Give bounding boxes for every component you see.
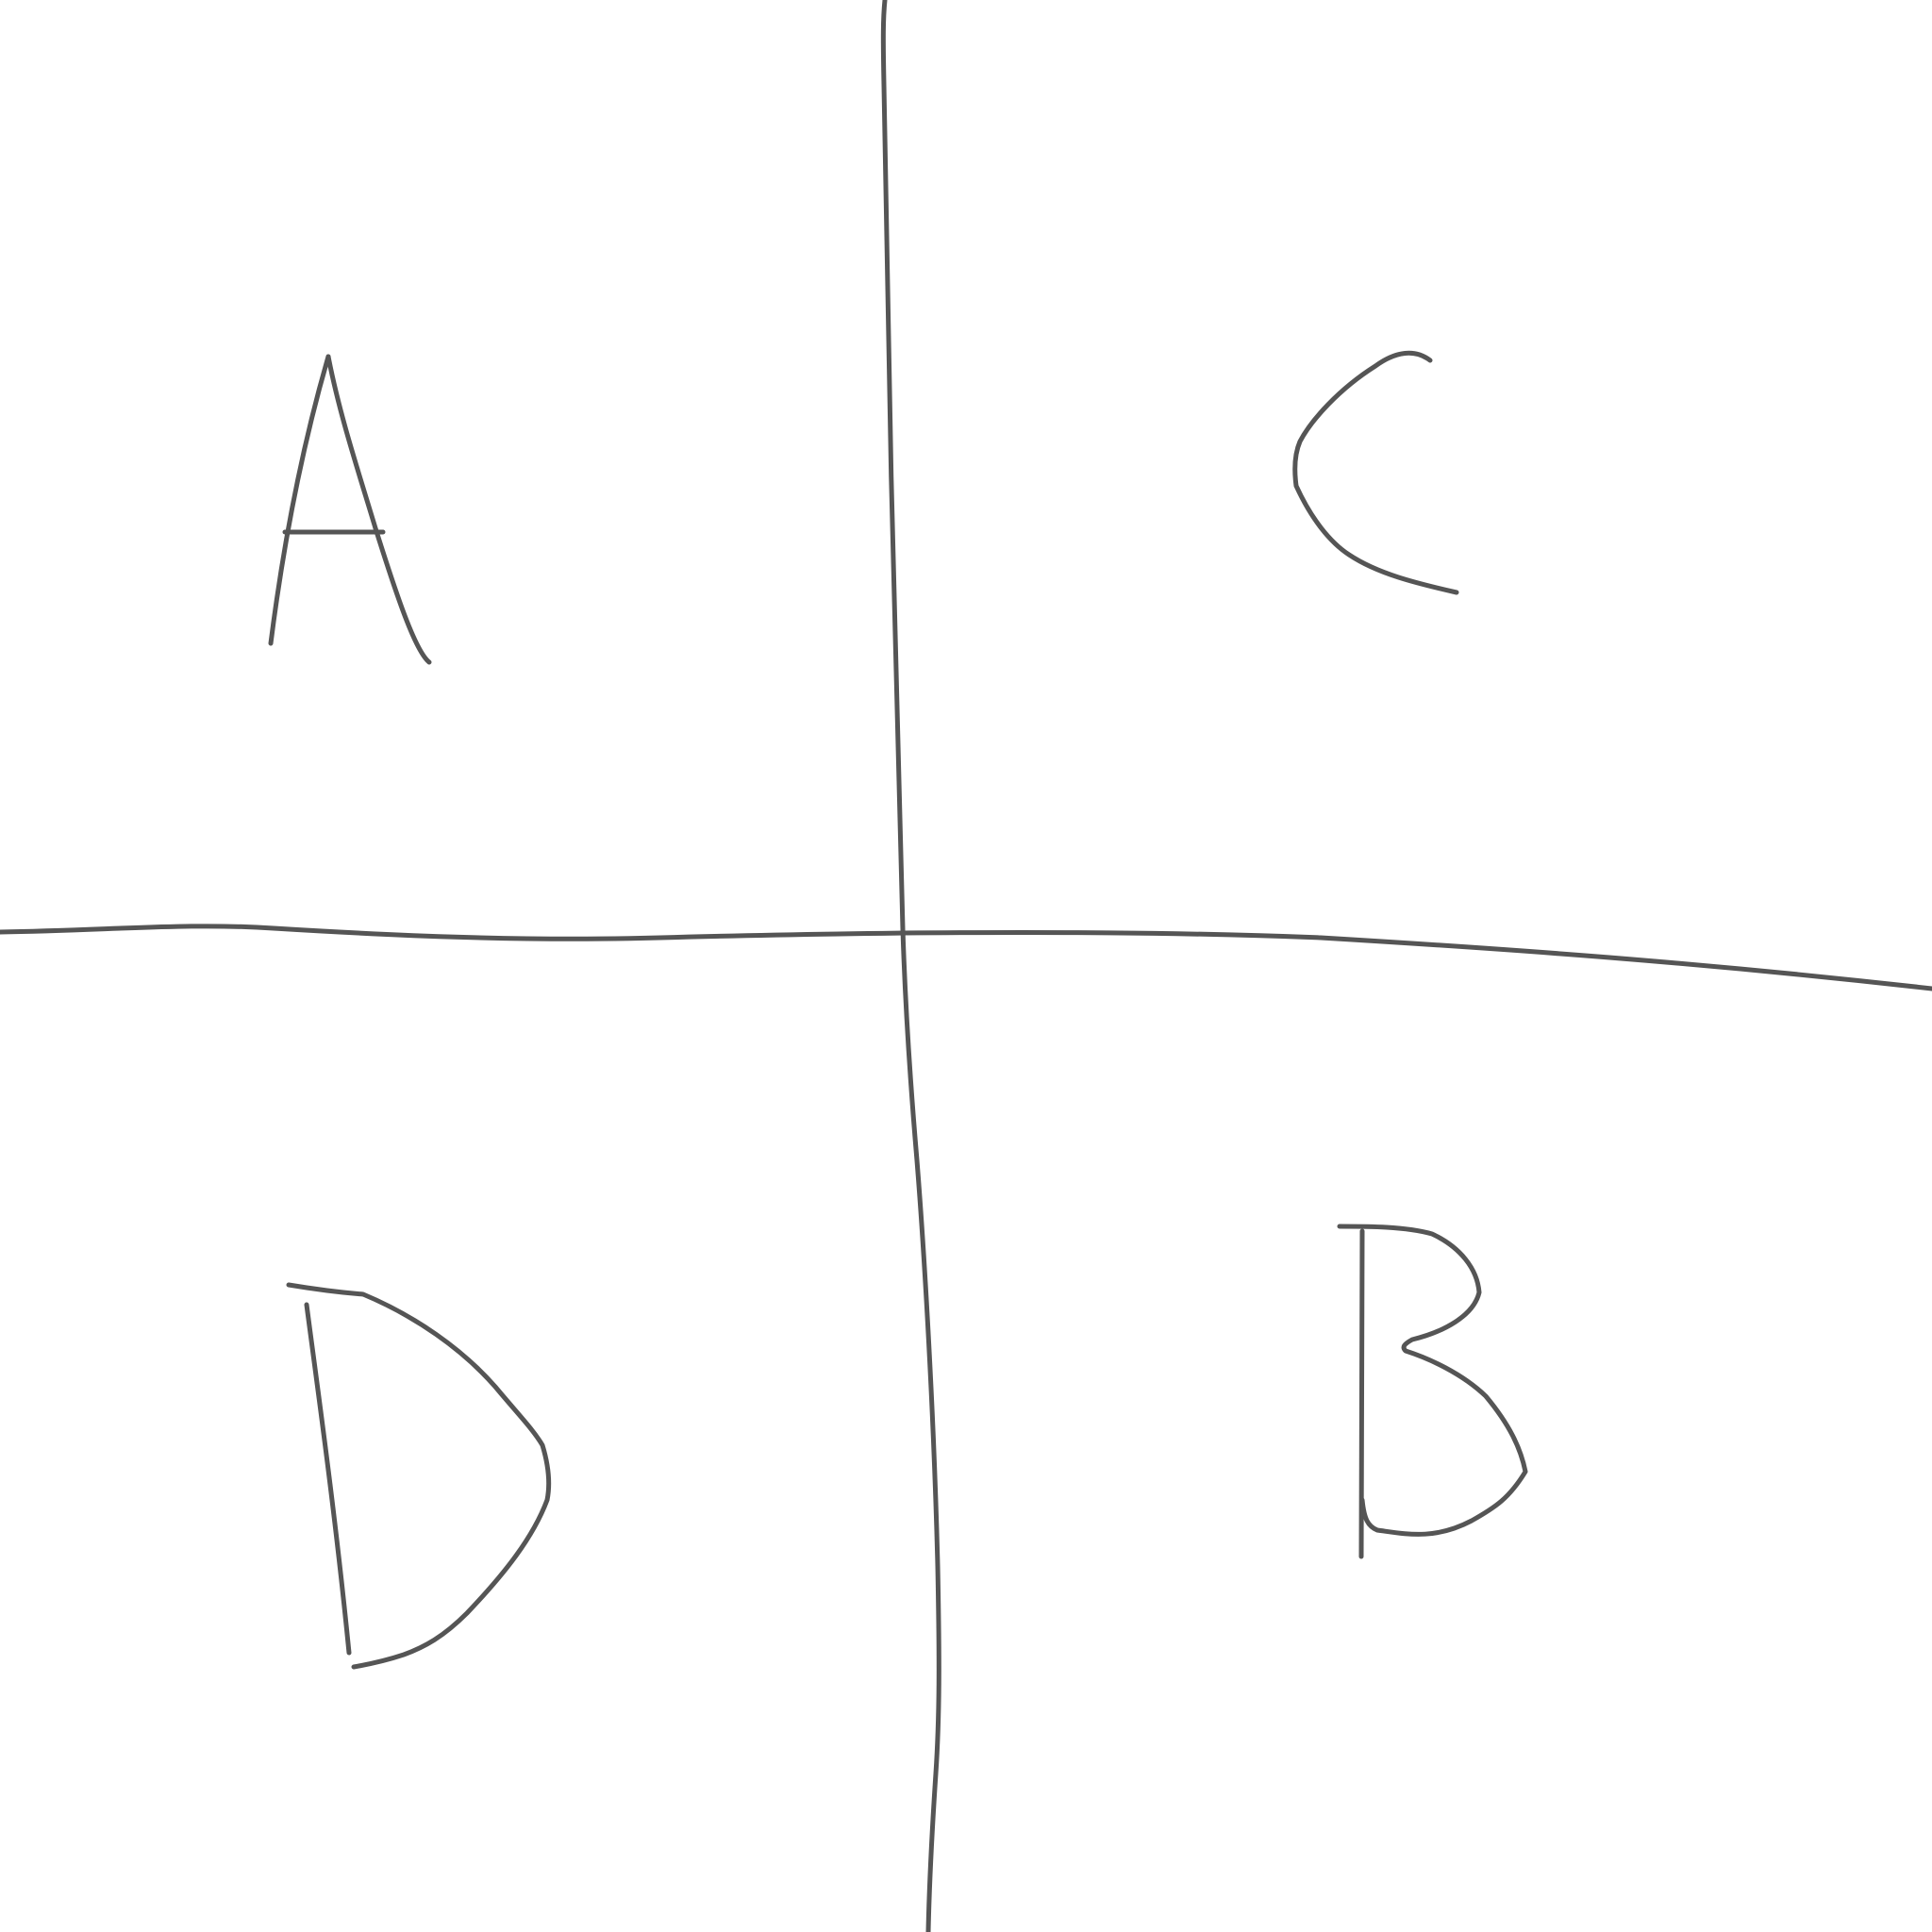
vertical-divider-line: [880, 0, 941, 1932]
letter-c-glyph: [1292, 350, 1459, 595]
letter-a-glyph: [268, 354, 432, 665]
letter-b-glyph: [1337, 1224, 1528, 1559]
horizontal-divider-line: [0, 924, 1932, 991]
letter-d-glyph: [286, 1282, 552, 1670]
